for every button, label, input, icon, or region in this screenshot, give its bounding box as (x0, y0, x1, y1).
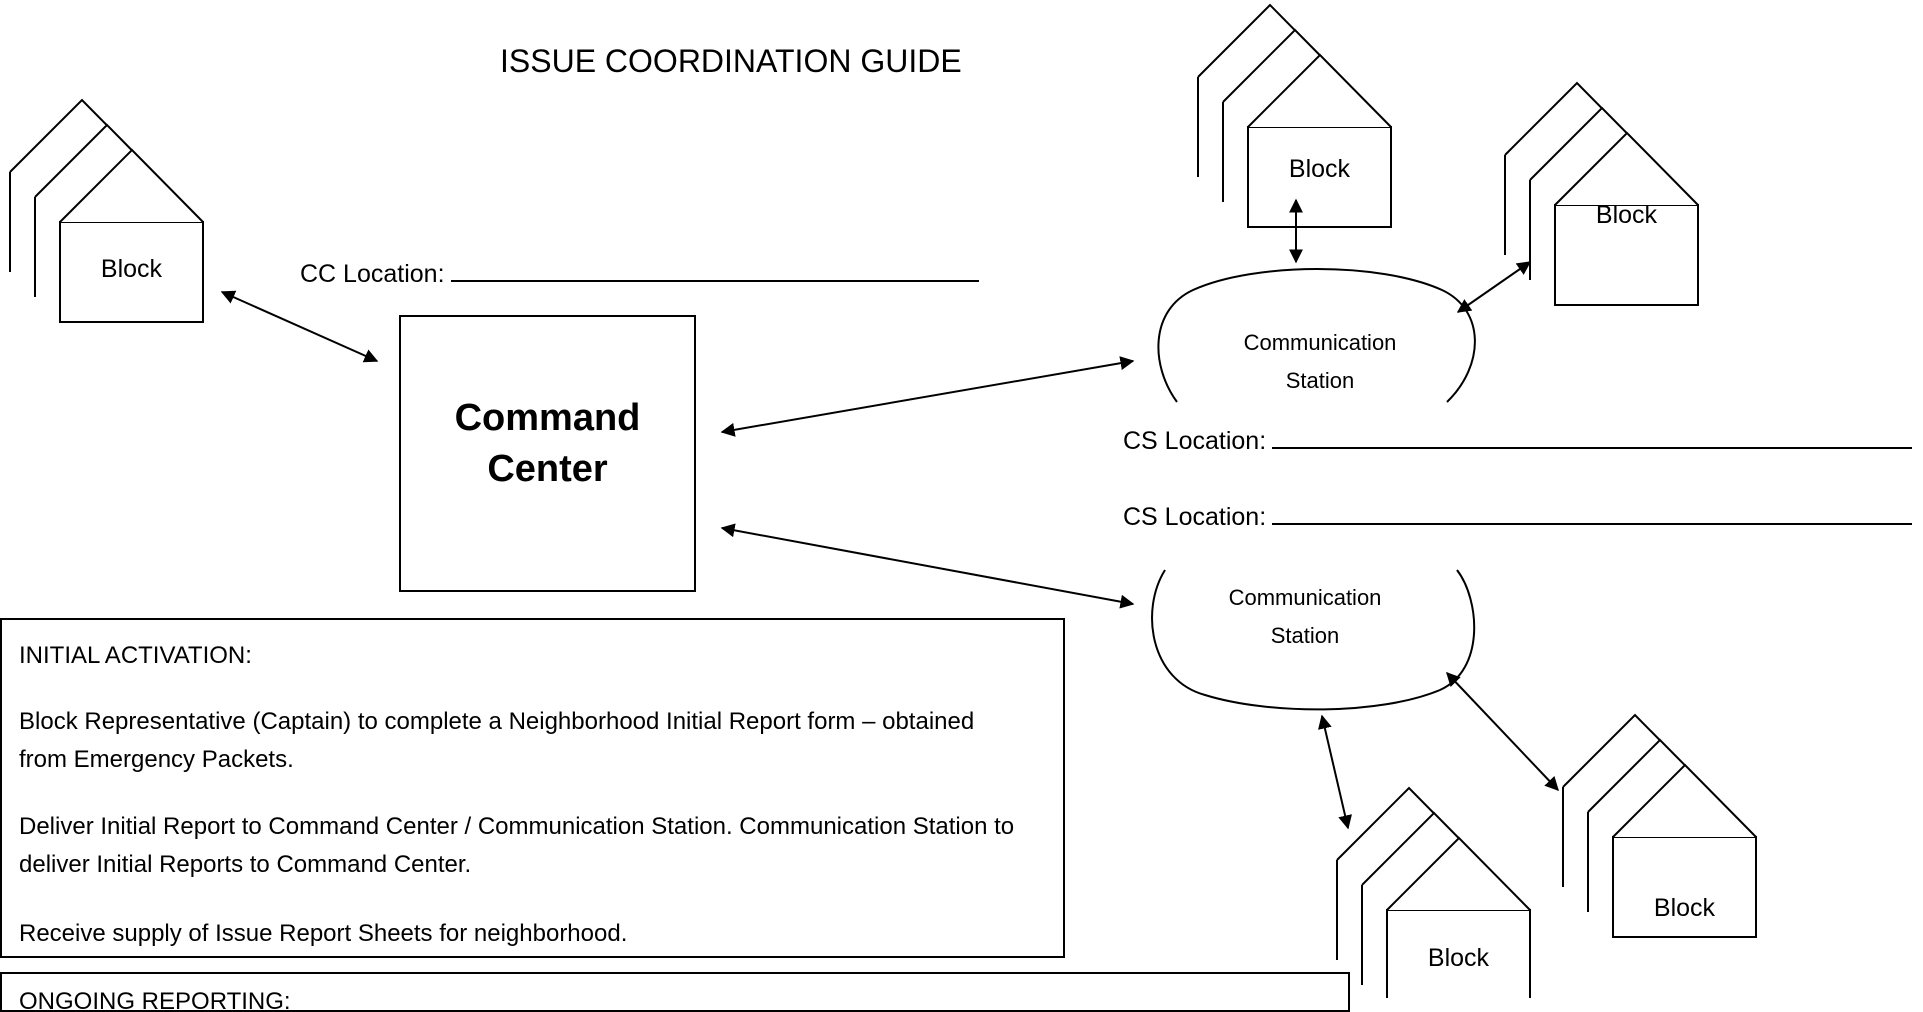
cc-location-blank[interactable] (450, 258, 979, 282)
block-label-bottom-right: Block (1653, 894, 1716, 922)
block-label-bottom-center: Block (1427, 944, 1490, 972)
block-label-left: Block (100, 255, 163, 283)
initial-activation-paragraph: Deliver Initial Report to Command Center… (19, 813, 1015, 878)
cc-location-label: CC Location: (300, 260, 445, 288)
command-center-box (399, 315, 696, 592)
initial-activation-paragraph: Block Representative (Captain) to comple… (19, 708, 975, 773)
cc-location-line: CC Location: (300, 258, 979, 287)
communication-station-2-label: Communication Station (1185, 579, 1425, 655)
command-center-label: Command Center (400, 393, 695, 496)
arrow-block-top-right-to-cs1 (1456, 261, 1532, 313)
block-house-top-right (1504, 82, 1699, 306)
block-house-left (9, 99, 204, 323)
arrow-block-left-to-cc (220, 290, 379, 363)
block-label-top-center: Block (1288, 155, 1351, 183)
cs-location-2-label: CS Location: (1123, 503, 1267, 531)
arrow-cc-to-cs1 (720, 356, 1135, 437)
cs-location-1-blank[interactable] (1272, 425, 1913, 449)
communication-station-1-label: Communication Station (1200, 324, 1440, 400)
ongoing-reporting-heading: ONGOING REPORTING: (19, 988, 291, 1012)
communication-station-2-shape (1151, 569, 1476, 711)
communication-station-1-shape (1157, 268, 1476, 403)
ongoing-reporting-box: ONGOING REPORTING: (0, 972, 1350, 1012)
communication-station-2-line2: Station (1270, 623, 1340, 648)
arrow-cs2-to-block-bottom-right (1446, 671, 1559, 792)
command-center-line1: Command (454, 397, 641, 439)
initial-activation-heading: INITIAL ACTIVATION: (19, 642, 252, 669)
block-house-top-center (1197, 4, 1392, 228)
communication-station-2-line1: Communication (1228, 585, 1382, 610)
page-title: ISSUE COORDINATION GUIDE (500, 43, 962, 79)
cs-location-1-line: CS Location: (1123, 425, 1913, 455)
cs-location-1-label: CS Location: (1123, 427, 1267, 455)
communication-station-1-line1: Communication (1243, 330, 1397, 355)
command-center-line2: Center (487, 448, 608, 491)
communication-station-1-line2: Station (1285, 368, 1355, 393)
initial-activation-box: INITIAL ACTIVATION: Block Representative… (0, 618, 1065, 958)
arrow-cs2-to-block-bottom-center (1318, 714, 1352, 830)
block-label-top-right: Block (1595, 201, 1658, 229)
initial-activation-paragraph: Receive supply of Issue Report Sheets fo… (19, 920, 628, 947)
cs-location-2-blank[interactable] (1272, 501, 1913, 525)
arrow-cc-to-cs2 (720, 523, 1135, 609)
cs-location-2-line: CS Location: (1123, 501, 1913, 531)
